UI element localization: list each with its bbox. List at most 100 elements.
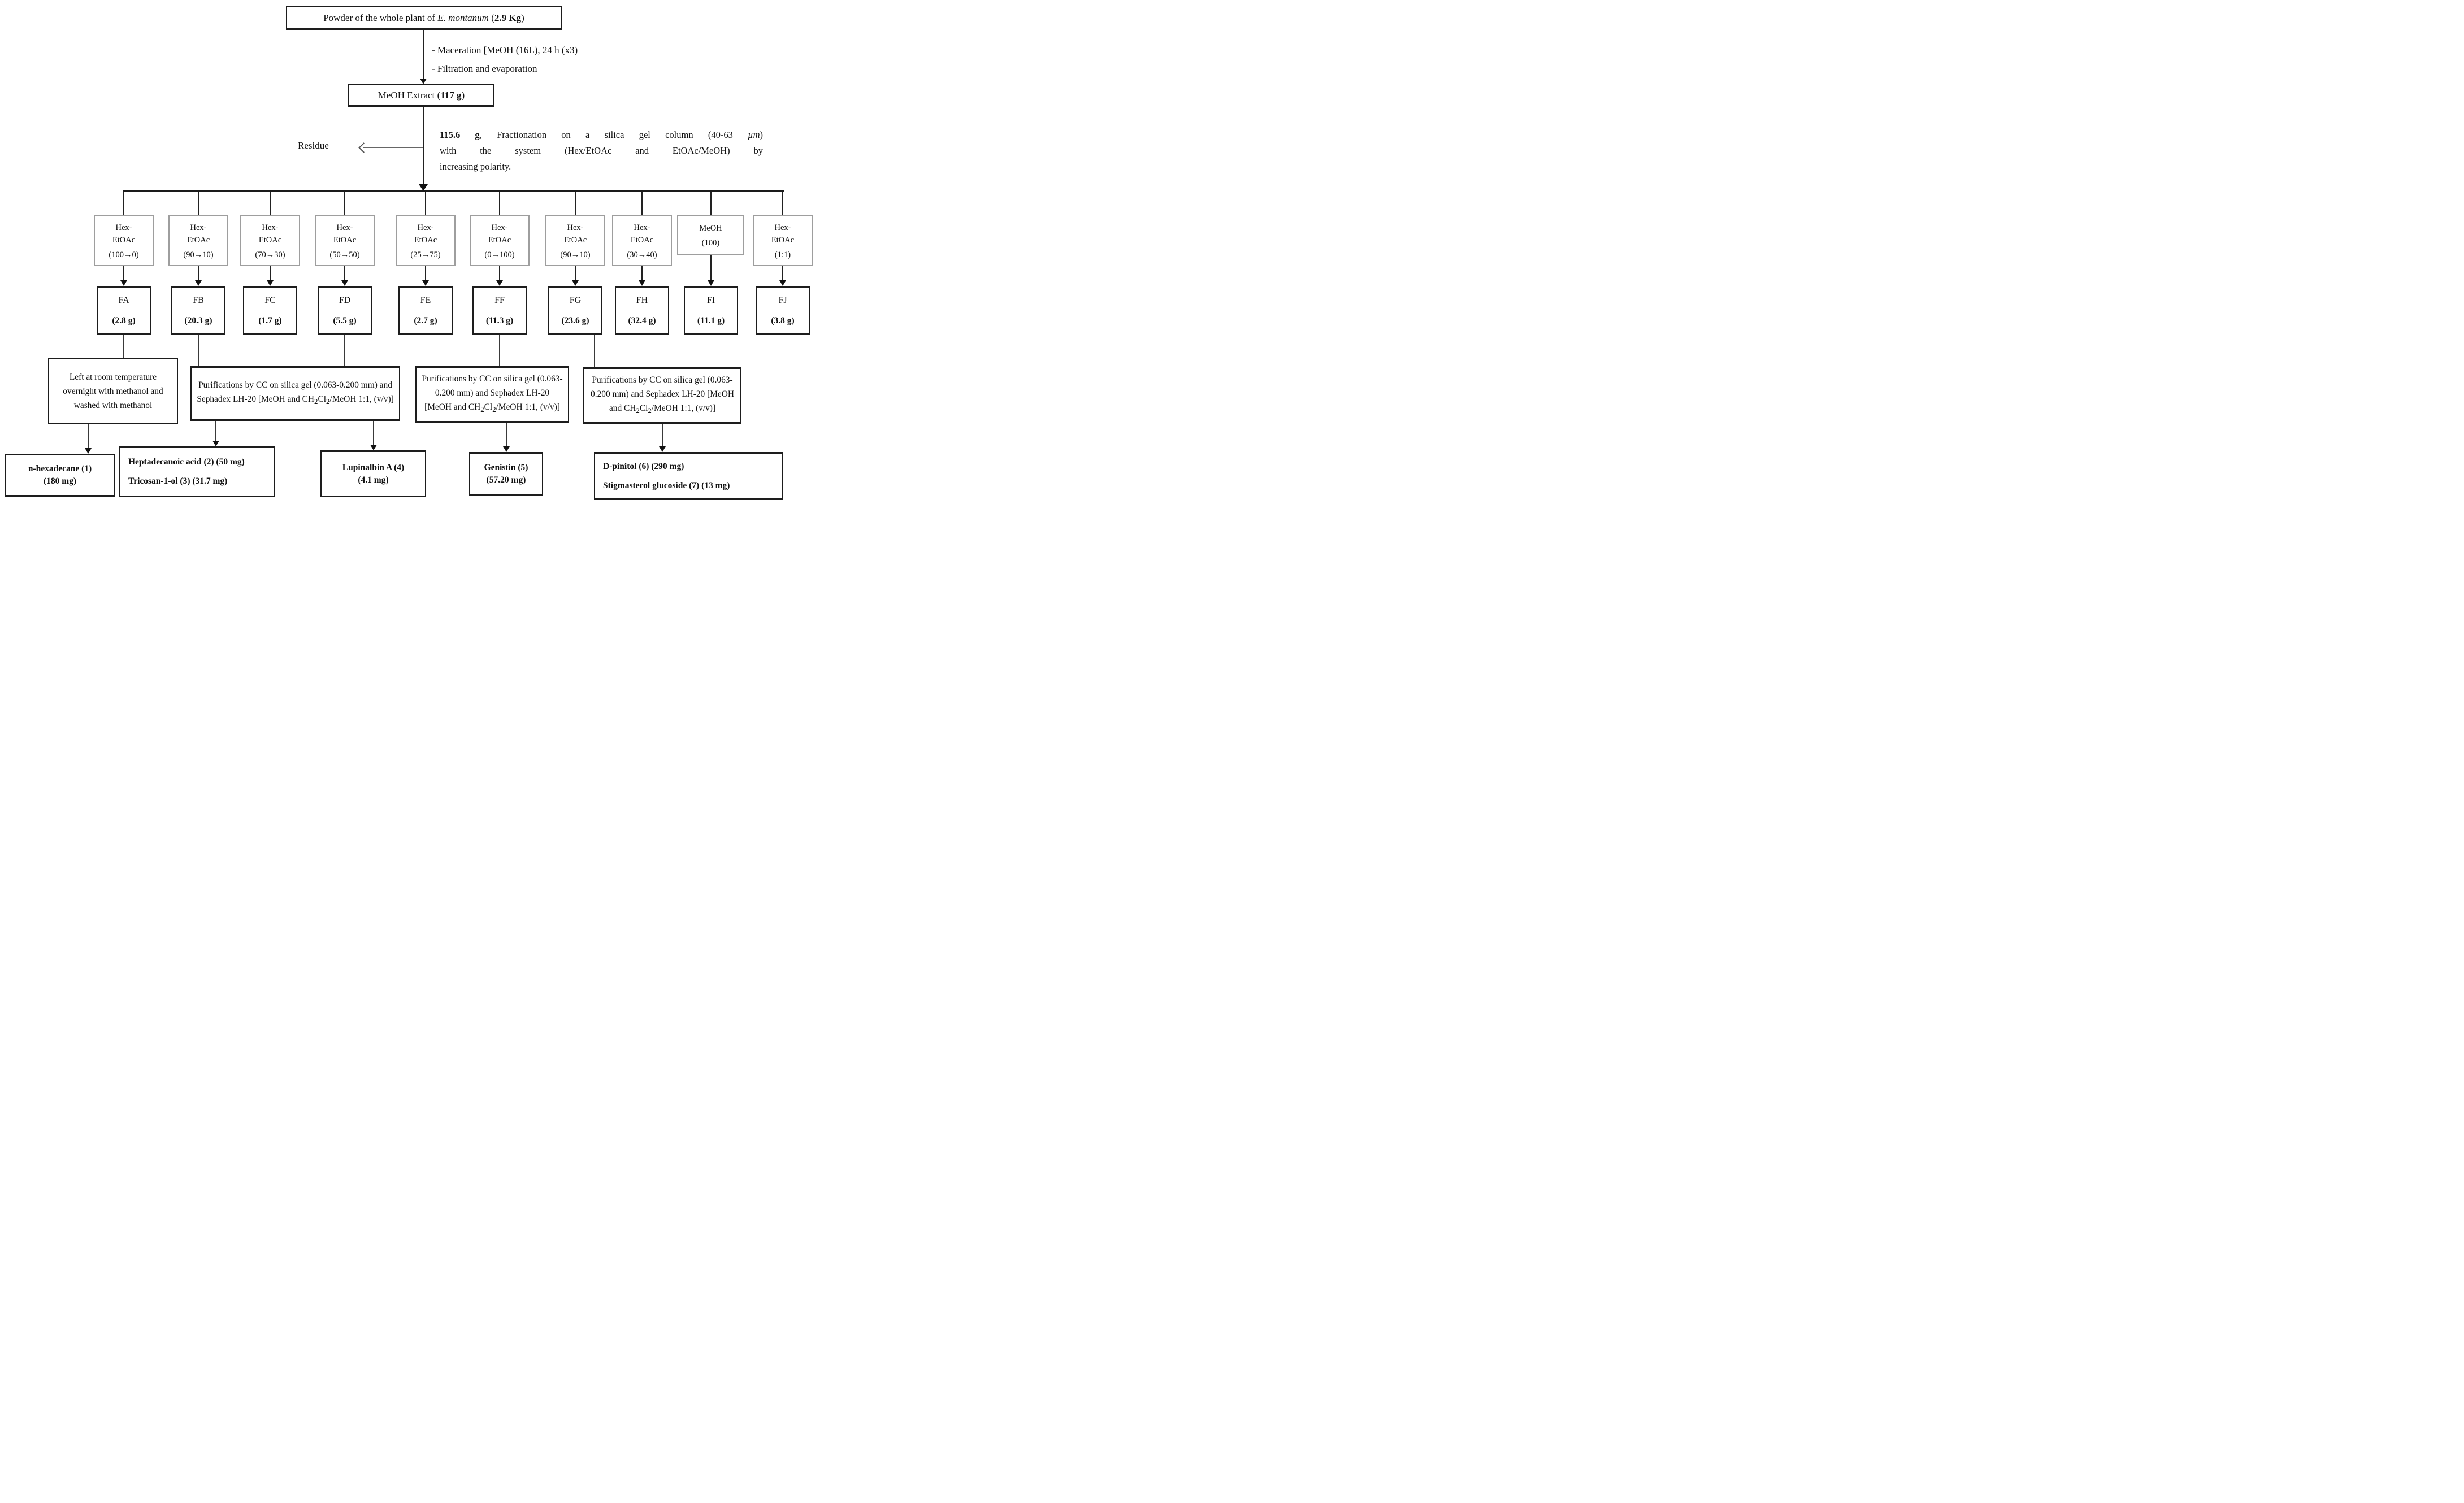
arrowhead-down-icon [659,446,666,452]
arrowhead-down-icon [212,441,219,446]
purification-box-2: Purifications by CC on silica gel (0.063… [190,366,400,421]
arrowhead-down-icon [496,280,503,286]
arrowhead-down-icon [779,280,786,286]
fraction-code: FF [494,296,505,305]
connector-line [215,421,216,441]
fractionation-line2: with the system (Hex/EtOAc and EtOAc/MeO… [440,145,763,156]
connector-line [373,421,374,445]
eluent-solvent: EtOAc [488,236,511,245]
eluent-box-2: Hex- EtOAc (90→10) [168,215,228,266]
connector-line [710,192,712,215]
eluent-box-9: MeOH (100) [677,215,744,255]
compound-box-5: D-pinitol (6) (290 mg) Stigmasterol gluc… [594,452,783,500]
connector-line [198,335,199,366]
arrowhead-down-icon [422,280,429,286]
connector-line [344,335,345,366]
fraction-box-FE: FE (2.7 g) [398,286,453,335]
connector-line [270,192,271,215]
connector-line [594,335,595,367]
connector-line [499,192,500,215]
connector-line [641,192,643,215]
connector-line [782,266,783,280]
eluent-solvent: Hex- [115,223,132,232]
eluent-solvent: EtOAc [258,236,282,245]
fraction-code: FB [193,296,204,305]
connector-line [344,192,345,215]
compound-box-2: Heptadecanoic acid (2) (50 mg) Tricosan-… [119,446,275,497]
fraction-box-FC: FC (1.7 g) [243,286,297,335]
arrowhead-down-icon [341,280,348,286]
eluent-solvent: MeOH [699,224,722,233]
fraction-mass: (23.6 g) [561,316,589,325]
connector-line [575,266,576,280]
compound-name: Stigmasterol glucoside (7) (13 mg) [603,480,730,490]
fraction-box-FJ: FJ (3.8 g) [756,286,810,335]
compound-mass: (4.1 mg) [358,475,389,485]
fraction-code: FG [569,296,582,305]
connector-line [499,335,500,366]
connector-line [423,30,424,80]
source-label: Powder of the whole plant of E. montanum… [323,12,524,23]
fraction-code: FE [420,296,431,305]
connector-line [344,266,345,280]
connector-line [662,424,663,447]
residue-arrow-line [363,147,423,148]
source-box: Powder of the whole plant of E. montanum… [286,6,562,30]
compound-mass: (180 mg) [43,476,77,486]
distribution-line [123,190,784,192]
eluent-ratio: (30→40) [627,250,657,259]
arrowhead-down-icon [503,446,510,452]
arrowhead-down-icon [85,448,92,454]
arrowhead-down-icon [370,445,377,450]
eluent-ratio: (1:1) [774,250,791,259]
eluent-ratio: (70→30) [255,250,285,259]
fractionation-line3: increasing polarity. [440,161,511,172]
eluent-solvent: Hex- [190,223,207,232]
arrowhead-down-icon [572,280,579,286]
compound-box-4: Genistin (5) (57.20 mg) [469,452,543,496]
fraction-mass: (3.8 g) [771,316,795,325]
purification-text: Left at room temperature overnight with … [63,372,163,410]
connector-line [198,266,199,280]
fraction-mass: (1.7 g) [258,316,282,325]
eluent-ratio: (25→75) [410,250,441,259]
arrowhead-down-icon [420,79,427,84]
fraction-mass: (11.1 g) [697,316,725,325]
fraction-code: FJ [778,296,787,305]
eluent-ratio: (0→100) [484,250,515,259]
eluent-solvent: EtOAc [186,236,210,245]
step-filtration: - Filtration and evaporation [432,63,537,74]
eluent-box-5: Hex- EtOAc (25→75) [396,215,456,266]
compound-name: Heptadecanoic acid (2) (50 mg) [128,457,245,467]
fraction-mass: (5.5 g) [333,316,357,325]
process-steps: - Maceration [MeOH (16L), 24 h (x3) - Fi… [432,41,578,78]
fraction-code: FD [339,296,351,305]
isolation-flowchart: Powder of the whole plant of E. montanum… [0,0,821,501]
connector-line [270,266,271,280]
fraction-code: FH [636,296,648,305]
eluent-ratio: (90→10) [560,250,591,259]
fraction-code: FC [264,296,276,305]
connector-line [782,192,783,215]
fraction-box-FG: FG (23.6 g) [548,286,602,335]
eluent-solvent: EtOAc [630,236,654,245]
eluent-solvent: Hex- [634,223,650,232]
connector-line [123,192,124,215]
compound-name: Lupinalbin A (4) [342,462,405,472]
fraction-mass: (2.8 g) [112,316,136,325]
arrowhead-left-icon [358,142,369,153]
fraction-code: FI [706,296,715,305]
connector-line [425,192,426,215]
eluent-solvent: EtOAc [414,236,437,245]
extract-box: MeOH Extract (117 g) [348,84,494,107]
purification-box-1: Left at room temperature overnight with … [48,358,178,424]
eluent-solvent: EtOAc [563,236,587,245]
compound-name: Tricosan-1-ol (3) (31.7 mg) [128,476,228,486]
eluent-box-7: Hex- EtOAc (90→10) [545,215,605,266]
fraction-mass: (11.3 g) [485,316,514,325]
eluent-solvent: Hex- [491,223,508,232]
eluent-solvent: Hex- [336,223,353,232]
eluent-solvent: EtOAc [112,236,136,245]
eluent-box-8: Hex- EtOAc (30→40) [612,215,672,266]
connector-line [499,266,500,280]
